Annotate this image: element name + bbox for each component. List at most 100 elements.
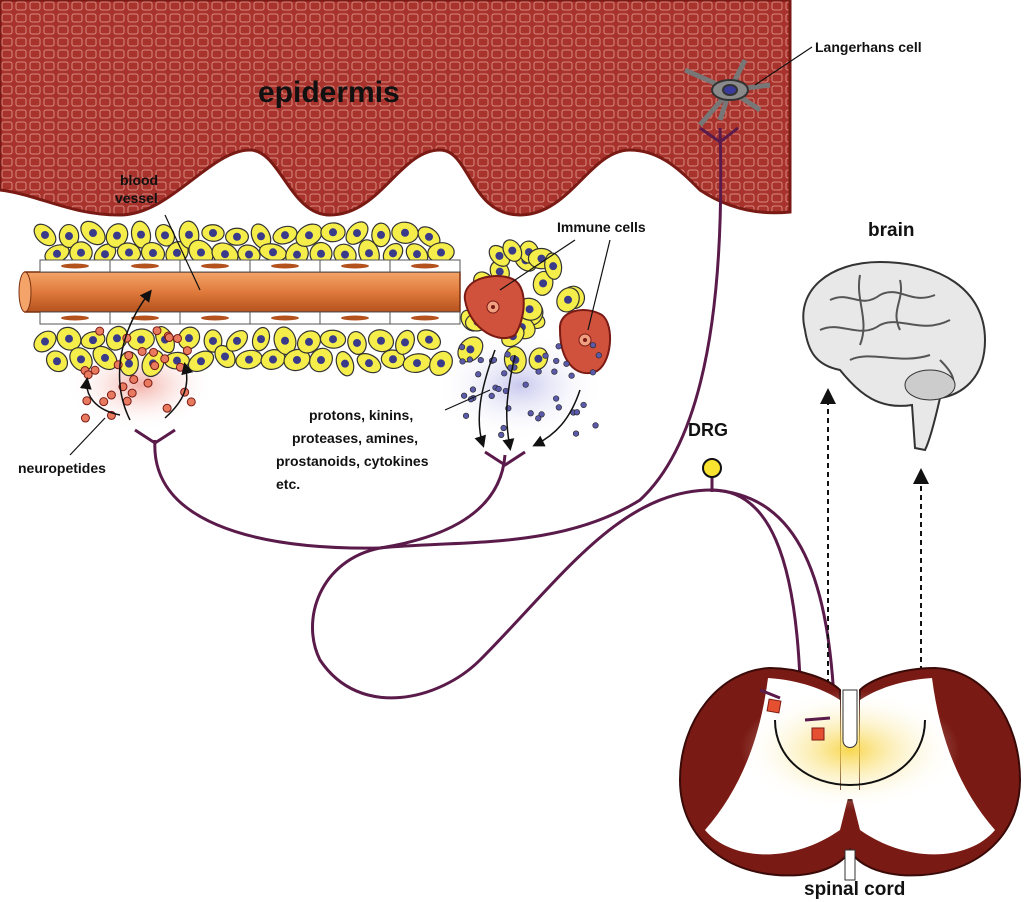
mediator-molecule — [488, 392, 495, 400]
tissue-cell — [532, 270, 554, 296]
mediator-molecule — [477, 356, 484, 364]
tissue-cell — [258, 243, 288, 262]
vessel-pointer — [164, 214, 201, 291]
mediator-molecule — [568, 372, 575, 379]
blood-label: blood — [120, 172, 158, 188]
tissue-cell — [272, 225, 298, 245]
mediator-molecule — [466, 356, 473, 363]
neuropeptide-molecule — [162, 403, 172, 413]
brain — [802, 260, 987, 452]
mediator-molecule — [462, 412, 470, 419]
tissue-cell — [80, 331, 106, 350]
immune-pointer — [587, 239, 611, 331]
neuropeptide-molecule — [175, 362, 185, 372]
tissue-cell — [457, 336, 484, 363]
mediator-molecule — [461, 392, 468, 399]
neuropeptide-molecule — [152, 326, 162, 336]
epidermis — [0, 0, 792, 217]
mediator-pointer — [444, 389, 491, 411]
neuropeptide-molecule — [106, 390, 116, 400]
tissue-cell — [347, 330, 367, 355]
mediator-molecule — [573, 409, 581, 416]
langerhans-pointer — [754, 46, 813, 86]
spinal-cord — [678, 666, 1022, 881]
tissue-cell — [319, 329, 347, 349]
endothelial-nucleus — [341, 315, 369, 321]
brain-label: brain — [868, 220, 914, 241]
mediator-molecule — [553, 395, 560, 402]
endothelial-nucleus — [201, 263, 229, 269]
neuropeptide-molecule — [99, 397, 109, 407]
endothelial-cells — [39, 260, 439, 324]
tissue-cell — [130, 220, 152, 249]
neuropeptides-label: neuropetides — [18, 460, 106, 476]
mediator-molecule — [592, 422, 599, 429]
tissue-cell — [295, 223, 323, 247]
mediators-line-4: etc. — [276, 476, 300, 492]
mediator-molecule — [458, 343, 466, 351]
tissue-cell — [33, 330, 57, 353]
mediator-molecule — [500, 424, 507, 432]
mediator-molecule — [459, 358, 466, 365]
tissue-cell — [251, 326, 271, 352]
mediator-molecule — [535, 368, 542, 375]
mediator-molecule — [504, 351, 511, 358]
mediator-molecule — [572, 430, 580, 437]
tissue-cell — [44, 244, 70, 264]
tissue-cell — [309, 347, 333, 373]
mediator-molecule — [527, 410, 534, 417]
tissue-cell — [105, 223, 129, 249]
neuropeptide-pointer — [69, 417, 106, 456]
tissue-cell — [391, 221, 419, 244]
tissue-cell — [58, 223, 80, 249]
mediator-molecule — [469, 386, 477, 393]
neuropeptide-molecule — [90, 365, 100, 375]
tissue-cell — [201, 224, 225, 242]
tissue-cell — [502, 239, 523, 262]
tissue-cell — [105, 325, 129, 351]
mediator-molecule — [595, 352, 602, 359]
endothelial-nucleus — [271, 263, 299, 269]
mediator-molecule — [553, 357, 560, 365]
neuropeptide-molecule — [143, 378, 153, 388]
mediator-molecule — [542, 352, 549, 359]
drg-soma — [702, 458, 722, 478]
mediator-molecule — [522, 381, 529, 388]
tissue-cell — [237, 244, 261, 265]
tissue-cell — [345, 221, 369, 245]
immune-cell — [463, 275, 525, 340]
tissue-cell — [556, 287, 580, 313]
mediator-molecule — [589, 369, 596, 376]
neuropeptide-molecule — [186, 397, 196, 407]
mediators-line-3: prostanoids, cytokines — [276, 453, 429, 469]
tissue-cell — [45, 350, 69, 373]
mediators-line-2: proteases, amines, — [292, 430, 418, 446]
mediator-molecule — [501, 370, 508, 377]
epidermis-label: epidermis — [258, 76, 400, 109]
tissue-cell — [33, 223, 57, 247]
mediator-molecule — [475, 371, 482, 378]
mediator-molecule — [495, 385, 502, 393]
tissue-cell — [335, 350, 355, 377]
tissue-cell — [273, 326, 297, 356]
tissue-cell — [356, 353, 382, 374]
neuropeptide-molecule — [82, 396, 92, 406]
tissue-cell — [371, 222, 391, 248]
tissue-cell — [367, 329, 395, 353]
tissue-cell — [429, 350, 453, 376]
tissue-cell — [69, 241, 93, 265]
tissue-cell — [235, 349, 263, 370]
tissue-cell — [225, 329, 249, 352]
tissue-cell — [203, 329, 223, 353]
tissue-cell — [402, 353, 432, 374]
endothelial-nucleus — [61, 263, 89, 269]
neuropeptide-molecule — [124, 351, 134, 361]
endothelial-nucleus — [411, 315, 439, 321]
tissue-cell — [380, 349, 406, 370]
endothelial-nucleus — [411, 263, 439, 269]
endothelial-nucleus — [271, 315, 299, 321]
tissue-cell — [116, 242, 142, 263]
mediator-molecule — [589, 342, 597, 349]
tissue-cell — [56, 326, 82, 351]
